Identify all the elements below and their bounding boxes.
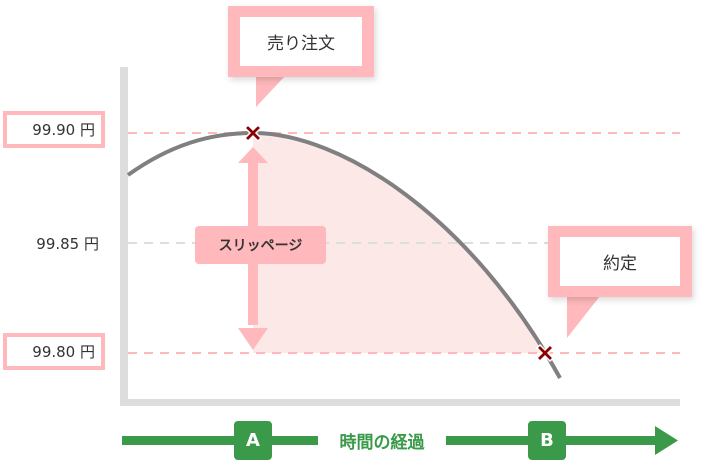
price-label-9980: 99.80 円 — [3, 333, 105, 370]
sell-order-marker-icon — [243, 123, 263, 143]
sell-order-callout: 売り注文 — [228, 6, 374, 77]
slippage-area — [253, 133, 545, 353]
time-point-b: B — [528, 421, 566, 460]
price-label-9985: 99.85 円 — [36, 235, 99, 253]
y-axis — [120, 67, 128, 405]
execution-callout-tail — [567, 296, 600, 338]
time-point-a: A — [234, 421, 272, 460]
price-curve — [126, 130, 562, 379]
execution-label: 約定 — [560, 237, 680, 286]
execution-marker-icon — [535, 343, 555, 363]
price-label-9990: 99.90 円 — [3, 111, 105, 148]
time-elapsed-label: 時間の経過 — [318, 428, 446, 453]
sell-order-label: 売り注文 — [240, 17, 362, 66]
execution-callout: 約定 — [548, 226, 692, 297]
x-axis — [120, 399, 680, 406]
sell-callout-tail — [256, 76, 285, 107]
slippage-label: スリッページ — [195, 226, 326, 264]
